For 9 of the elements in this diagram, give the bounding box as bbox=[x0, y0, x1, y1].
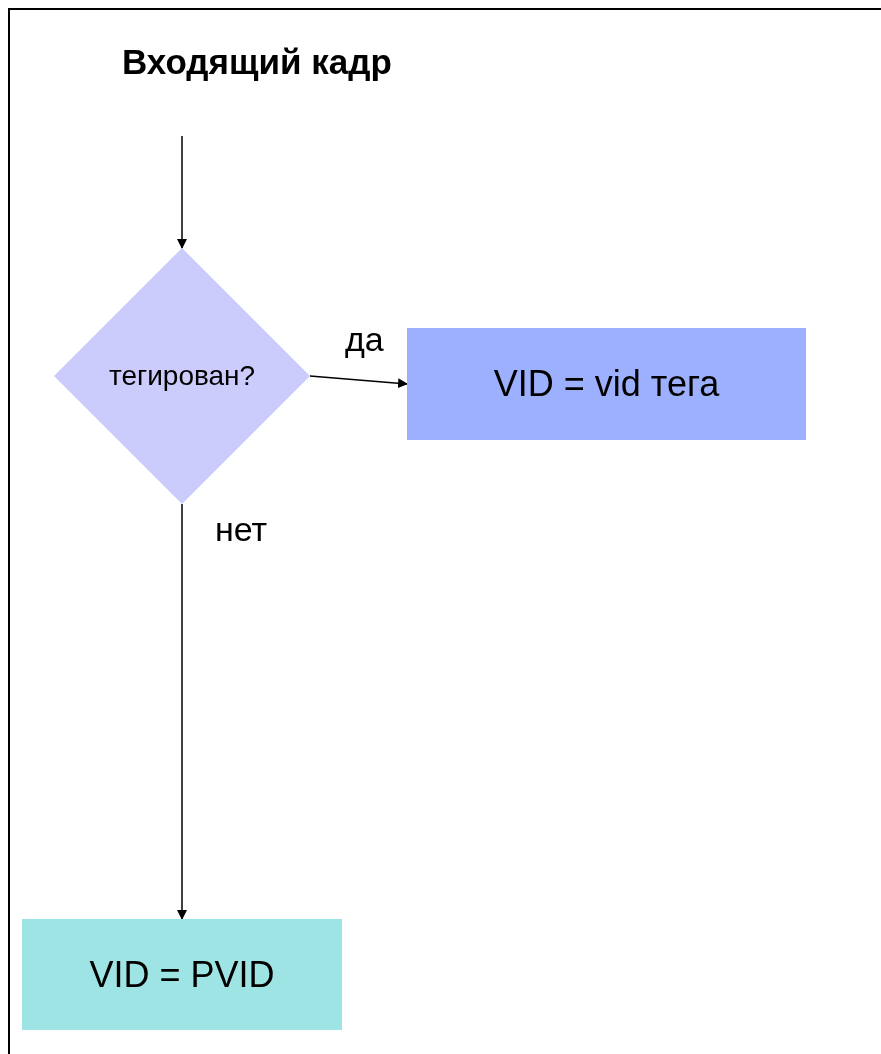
arrow bbox=[177, 135, 187, 249]
process-box bbox=[407, 328, 806, 440]
node-text: VID = PVID bbox=[89, 953, 275, 996]
arrow bbox=[309, 375, 408, 389]
arrow bbox=[177, 503, 187, 920]
title: Входящий кадр bbox=[122, 42, 392, 82]
process-box bbox=[22, 919, 342, 1030]
node-text: тегирован? bbox=[108, 360, 256, 392]
node-text: VID = vid тега bbox=[493, 363, 720, 405]
